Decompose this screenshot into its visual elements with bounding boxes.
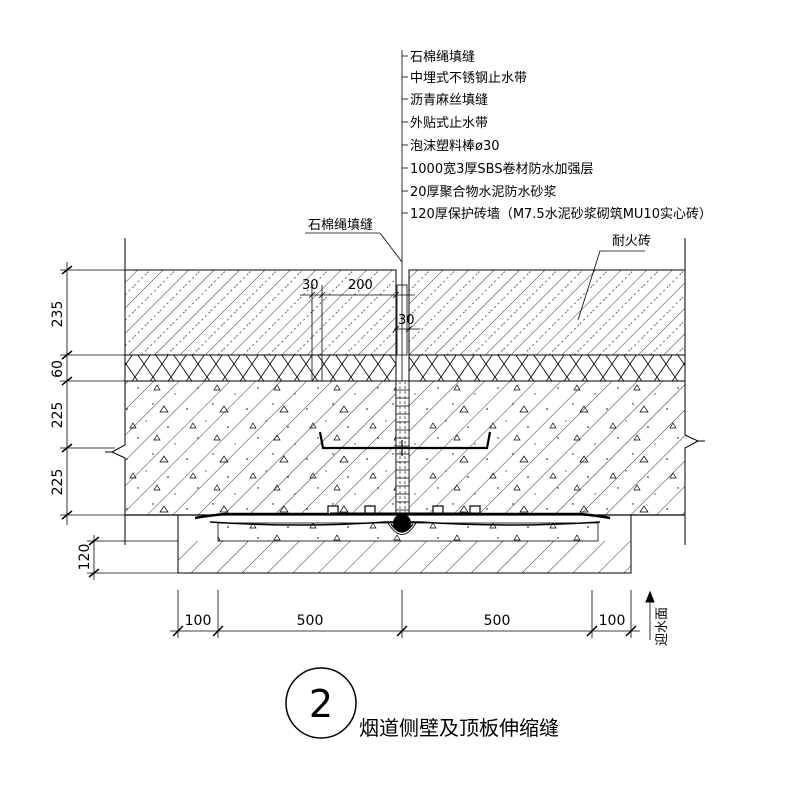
embedded-waterstop [318,431,492,456]
dim-225-lower: 225 [50,469,66,496]
break-lines [105,238,705,545]
dim-225-upper: 225 [50,402,66,429]
detail-marker: 2 [285,667,357,739]
dim-235: 235 [50,301,66,328]
left-dimension-line [60,262,178,580]
label-water-face: 迎水面 [655,607,670,646]
dim-100-left: 100 [185,613,212,629]
callout-leaders [401,50,408,270]
callout-polymer-mortar: 20厚聚合物水泥防水砂浆 [410,184,557,200]
bottom-dimension-values: 100 500 500 100 [185,613,626,629]
dim-500-right: 500 [484,613,511,629]
joint-filler [395,270,410,516]
detail-title: 烟道侧壁及顶板伸缩缝 [359,716,559,740]
dim-100-right: 100 [599,613,626,629]
callout-asphalt-hemp: 沥青麻丝填缝 [410,93,488,108]
protective-brick-wall [177,514,632,574]
left-dimension-values: 235 60 225 225 120 [50,301,93,571]
label-fire-brick: 耐火砖 [612,234,651,249]
callout-list: 石棉绳填缝 中埋式不锈钢止水带 沥青麻丝填缝 外贴式止水带 泡沫塑料棒ø30 1… [410,50,712,222]
layer-fire-brick [124,269,686,356]
callout-sbs-membrane: 1000宽3厚SBS卷材防水加强层 [410,161,594,177]
callout-external-waterstop: 外贴式止水带 [410,116,488,131]
dim-60: 60 [50,360,66,378]
label-asbestos-left: 石棉绳填缝 [308,218,373,233]
dim-30-right: 30 [398,313,415,328]
detail-number: 2 [309,682,333,726]
callout-steel-waterstop: 中埋式不锈钢止水带 [410,71,527,86]
callout-asbestos-rope: 石棉绳填缝 [410,50,475,65]
layer-insulation [124,354,686,382]
dim-500-left: 500 [297,613,324,629]
mortar-layer [217,522,599,542]
water-face-arrow-icon [645,590,655,640]
dim-30-left: 30 [302,278,319,293]
bottom-dimension-line [170,590,640,638]
dim-120: 120 [77,544,93,571]
dim-200: 200 [348,278,373,293]
callout-protective-wall: 120厚保护砖墙（M7.5水泥砂浆砌筑MU10实心砖） [410,206,712,222]
callout-foam-rod: 泡沫塑料棒ø30 [410,139,500,154]
small-dimensions [300,232,645,381]
